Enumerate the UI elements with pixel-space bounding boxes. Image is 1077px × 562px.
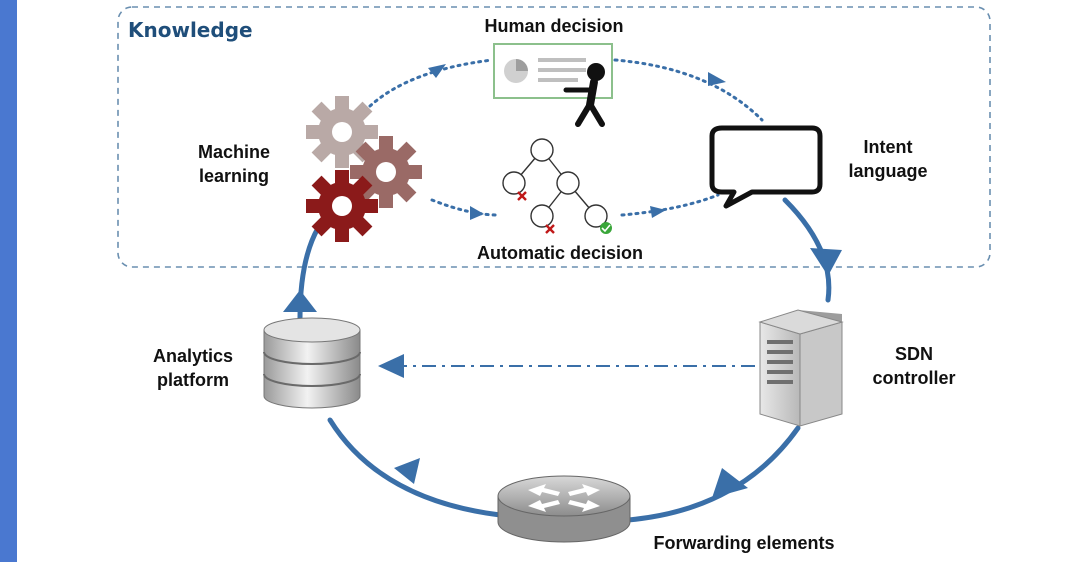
speech-bubble-icon <box>709 125 823 209</box>
knowledge-title: Knowledge <box>128 18 253 42</box>
person-icon <box>563 63 605 127</box>
analytics-label-line1: Analytics <box>153 346 233 366</box>
presentation-icon <box>493 43 613 99</box>
intent-label-line1: Intent <box>864 137 913 157</box>
database-icon <box>263 317 361 409</box>
left-accent-bar <box>0 0 17 562</box>
router-icon <box>497 475 631 543</box>
intent-label-line2: language <box>848 161 927 181</box>
gear-icon <box>306 96 422 242</box>
sdn-label-line1: SDN <box>895 344 933 364</box>
reject-mark-icon <box>517 191 555 234</box>
cycle-arrowheads <box>283 248 842 498</box>
machine-learning-label-line1: Machine <box>198 142 270 162</box>
accept-mark-icon <box>600 222 612 234</box>
knowledge-flows <box>368 58 764 217</box>
decision-tree-icon <box>502 138 608 228</box>
machine-learning-label-line2: learning <box>199 166 269 186</box>
sdn-label-line2: controller <box>872 368 955 388</box>
server-icon <box>758 309 844 427</box>
analytics-label-line2: platform <box>157 370 229 390</box>
knowledge-box <box>117 6 991 268</box>
knowledge-flow-arrowheads <box>428 64 726 220</box>
human-decision-label: Human decision <box>484 16 623 36</box>
automatic-decision-label: Automatic decision <box>477 243 643 263</box>
feedback-arrowhead <box>378 354 404 378</box>
forwarding-label: Forwarding elements <box>653 533 834 553</box>
